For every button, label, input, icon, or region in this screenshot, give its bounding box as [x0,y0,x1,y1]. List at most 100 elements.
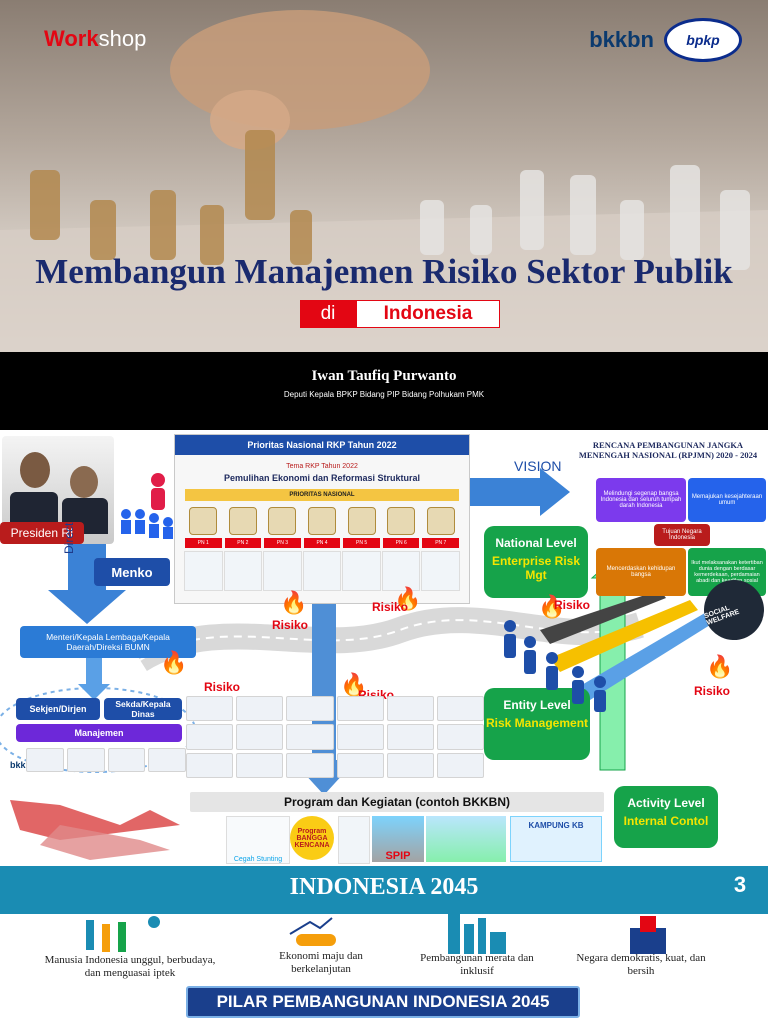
internal-control-label: Internal Contol [623,814,709,828]
hero-banner [0,0,768,352]
pn-column: PN 4 [302,507,342,597]
agency-logo [386,724,434,750]
pn-icon [308,507,337,535]
workshop-work: Work [44,26,99,51]
risiko-label-6: Risiko [694,684,731,698]
fire-icon: 🔥 [538,594,566,619]
fire-icon: 🔥 [706,654,734,679]
vision-label: VISION [514,458,562,474]
bkkbn-logo: bkkbn [589,27,654,52]
pn-label: PN 3 [264,538,301,548]
ballot-icon [630,916,666,954]
president-label: Presiden RI [0,522,84,544]
rpjmn-title: RENCANA PEMBANGUNAN JANGKA MENENGAH NASI… [578,440,758,460]
agency-logo [286,696,334,722]
rpjmn-grid: Melindungi segenap bangsa Indonesia dan … [596,478,766,596]
manajemen-box: Manajemen [16,724,182,742]
agency-logo [436,696,484,722]
pn-body [342,551,381,591]
pn-icon [268,507,297,535]
menko-box: Menko [94,558,170,586]
program-kampung-kb: KAMPUNG KB [510,816,602,862]
bpkp-logo: bpkp [664,18,742,62]
entity-level-title: Entity Level [503,698,571,712]
pn-label: PN 6 [382,538,420,548]
rkp-tema: Tema RKP Tahun 2022 [286,463,358,470]
activity-level-callout: Activity Level Internal Contol [614,786,718,848]
rpjmn-goal-3: Mencerdaskan kehidupan bangsa [596,548,686,596]
national-level-callout: National Level Enterprise Risk Mgt [484,526,588,598]
diagram-graphics [0,468,718,860]
agency-logo [286,752,334,778]
sekda-box: Sekda/Kepala Dinas [104,698,182,720]
partner-logos: bkkbn bpkp [589,18,742,62]
main-title: Membangun Manajemen Risiko Sektor Publik [35,252,733,291]
rpjmn-center: Tujuan Negara Indonesia [654,524,710,546]
agency-logo [236,752,284,778]
speaker-band [0,352,768,430]
agency-logo [148,748,186,772]
agency-logo-grid-left [26,748,186,772]
bpkp-logo-text: bpkp [686,32,720,48]
pn-body [302,551,342,591]
risk-diagram: Presiden RI Direct Menko Menteri/Kepala … [0,430,768,865]
pn-icon [387,507,416,535]
program-doc-thumb [338,816,370,864]
bkkbn-small-logo: bkkbn [10,760,37,770]
pn-column: PN 5 [342,507,381,597]
risiko-label-3: Risiko [554,598,591,612]
agency-logo [386,696,434,722]
rkp-subtema: Pemulihan Ekonomi dan Reformasi Struktur… [223,473,421,483]
agency-logo [336,724,384,750]
pillar-3-text: Pembangunan merata dan inklusif [420,952,534,977]
program-header: Program dan Kegiatan (contoh BKKBN) [190,792,604,812]
program-village-photo [426,816,506,862]
agency-logo [26,748,64,772]
rkp-header: Prioritas Nasional RKP Tahun 2022 [175,435,469,455]
climbing-people-icon [498,616,618,716]
bappenas-logo: 3 [733,872,747,897]
pn-column: PN 2 [223,507,263,597]
pillar-2-text: Ekonomi maju dan berkelanjutan [279,950,363,975]
agency-logo [186,724,234,750]
agency-logo-grid [186,696,484,778]
pn-body [421,551,461,591]
chess-background [0,10,768,352]
speaker-name: Iwan Taufiq Purwanto [311,368,457,384]
agency-logo [107,748,146,772]
president-face [20,452,50,488]
indonesia-2045-band: INDONESIA 2045 3 [0,866,768,914]
pn-icon [347,507,376,535]
program-cegah-stunting: Cegah Stunting [226,816,290,864]
pn-icon [426,507,455,535]
pillar-4-text: Negara demokratis, kuat, dan bersih [576,952,706,977]
pn-column: PN 1 [184,507,223,597]
pn-label: PN 4 [303,538,341,548]
agency-logo [66,748,105,772]
economy-icon [289,917,336,946]
pn-label: PN 5 [343,538,380,548]
pn-label: PN 1 [185,538,222,548]
people-icon [86,916,160,952]
fire-icon: 🔥 [160,650,188,675]
fire-icon: 🔥 [340,672,368,697]
pn-body [184,551,223,591]
indonesia-2045-title: INDONESIA 2045 [289,874,479,900]
pn-icon [189,507,218,535]
pn-column: PN 6 [381,507,421,597]
sekjen-box: Sekjen/Dirjen [16,698,100,720]
sub-title: di Indonesia [300,300,500,328]
workshop-label: Workshop [44,26,146,52]
agency-logo [236,696,284,722]
speaker-role: Deputi Kepala BPKP Bidang PIP Bidang Pol… [283,390,485,399]
erm-label: Enterprise Risk Mgt [491,554,581,582]
rpjmn-goal-2: Memajukan kesejahteraan umum [688,478,766,522]
agency-logo [286,724,334,750]
activity-level-title: Activity Level [627,796,705,810]
pillar-1-text: Manusia Indonesia unggul, berbudaya, dan… [44,954,216,979]
pn-icon [228,507,257,535]
risiko-label-1: Risiko [272,618,309,632]
risiko-label-4: Risiko [204,680,241,694]
entity-level-callout: Entity Level Risk Management [484,688,590,760]
ministry-box: Menteri/Kepala Lembaga/Kepala Daerah/Dir… [20,626,196,658]
